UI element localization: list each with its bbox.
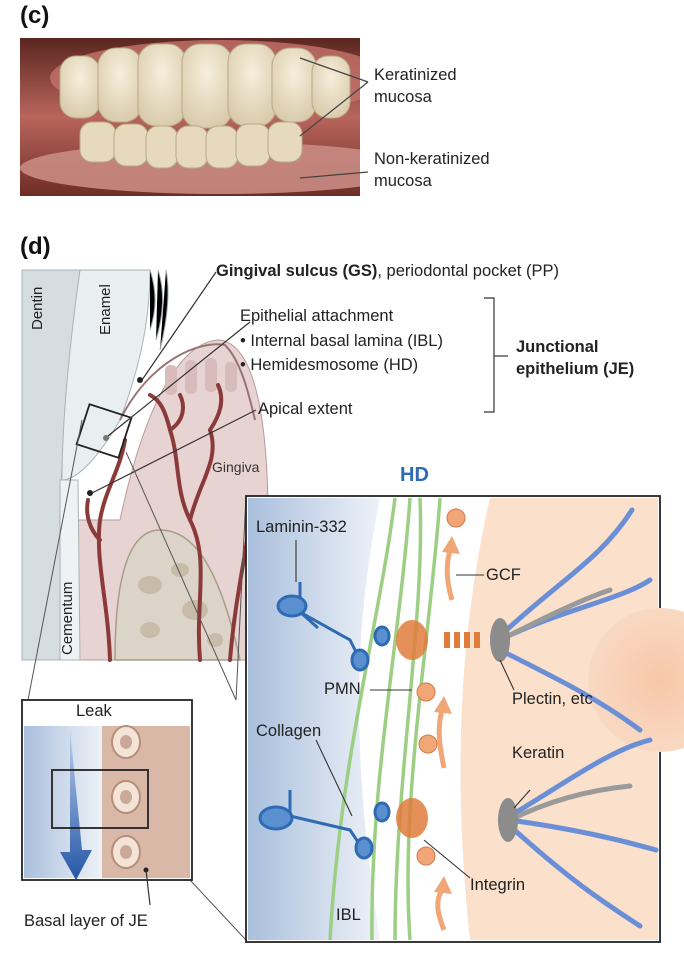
nonkeratinized-label-1: Non-keratinized [374, 150, 490, 169]
plectin-label: Plectin, etc [512, 690, 593, 709]
pmn-label: PMN [324, 680, 361, 699]
leak-label: Leak [76, 702, 112, 721]
gingival-sulcus-label: Gingival sulcus (GS), periodontal pocket… [216, 262, 559, 281]
gingiva-label: Gingiva [212, 459, 260, 475]
keratinized-label-2: mucosa [374, 88, 432, 107]
junctional-epithelium-label-2: epithelium (JE) [516, 360, 634, 379]
keratinized-pointer [300, 58, 368, 82]
dentin-label: Dentin [29, 287, 46, 330]
periodontal-pocket-text: , periodontal pocket (PP) [377, 262, 559, 280]
keratinized-pointer-2 [300, 82, 368, 136]
keratinized-label-1: Keratinized [374, 66, 457, 85]
hd-list-item: • Hemidesmosome (HD) [240, 356, 418, 375]
panel-c-pointers [0, 0, 684, 210]
gcf-label: GCF [486, 566, 521, 585]
integrin-label: Integrin [470, 876, 525, 895]
nonkeratinized-label-2: mucosa [374, 172, 432, 191]
ibl-list-item: • Internal basal lamina (IBL) [240, 332, 443, 351]
junctional-epithelium-label-1: Junctional [516, 338, 599, 357]
apical-extent-label: Apical extent [258, 400, 352, 419]
hemidesmosome-zoom [246, 496, 684, 942]
enamel-label: Enamel [97, 284, 114, 335]
collagen-label: Collagen [256, 722, 321, 741]
basal-layer-label: Basal layer of JE [24, 912, 148, 931]
gingival-sulcus-bold: Gingival sulcus (GS) [216, 262, 377, 280]
ibl-label: IBL [336, 906, 361, 925]
cementum-label: Cementum [59, 582, 76, 655]
laminin-label: Laminin-332 [256, 518, 347, 537]
nonkeratinized-pointer [300, 172, 368, 178]
epithelial-attachment-label: Epithelial attachment [240, 307, 393, 326]
leak-inset [22, 700, 192, 905]
hd-title: HD [400, 464, 429, 487]
keratin-label: Keratin [512, 744, 564, 763]
